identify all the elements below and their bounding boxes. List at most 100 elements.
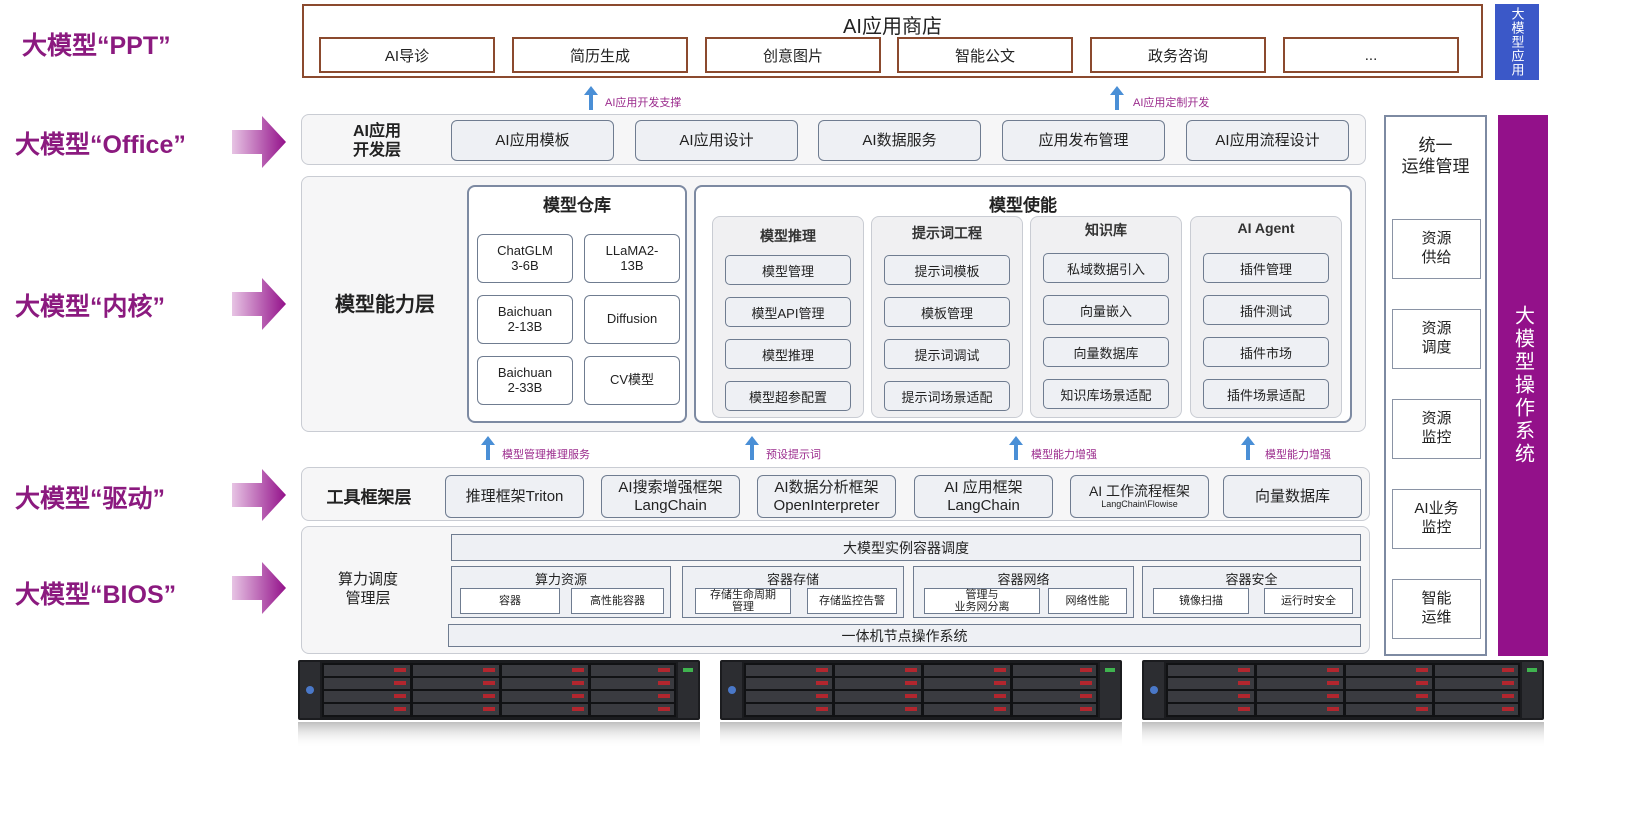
os-side-bar: 大模型操作系统 (1498, 115, 1548, 656)
tool-item[interactable]: AI数据分析框架 OpenInterpreter (757, 475, 896, 518)
ops-item[interactable]: AI业务 监控 (1392, 489, 1481, 549)
tool-item[interactable]: 推理框架Triton (445, 475, 584, 518)
model-card[interactable]: Baichuan 2-13B (477, 295, 573, 344)
store-item[interactable]: 政务咨询 (1090, 37, 1266, 73)
arrow-kernel-icon (232, 278, 286, 330)
os-side-label: 大模型操作系统 (1511, 305, 1534, 466)
group-title: 知识库 (1085, 222, 1127, 238)
model-layer-title: 模型能力层 (335, 293, 435, 316)
compute-item[interactable]: 运行时安全 (1264, 588, 1353, 614)
enable-item[interactable]: 插件市场 (1203, 337, 1329, 367)
arrow-label: 模型能力增强 (1031, 449, 1097, 461)
enable-item[interactable]: 模型API管理 (725, 297, 851, 327)
ai-dev-layer: AI应用 开发层 AI应用模板 AI应用设计 AI数据服务 应用发布管理 AI应… (301, 114, 1366, 165)
workflow-title: AI 工作流程框架 (1088, 483, 1191, 500)
arrow-label: 预设提示词 (766, 449, 821, 461)
ops-title: 统一 运维管理 (1401, 135, 1470, 176)
model-card[interactable]: LLaMA2- 13B (584, 234, 680, 283)
store-title: AI应用商店 (843, 16, 942, 38)
model-card[interactable]: Diffusion (584, 295, 680, 344)
compute-item[interactable]: 网络性能 (1048, 588, 1127, 614)
server-rack-icon (298, 660, 700, 748)
enable-group-agent: AI Agent 插件管理 插件测试 插件市场 插件场景适配 (1190, 216, 1342, 418)
compute-group: 容器网络 管理与 业务网分离 网络性能 (913, 566, 1134, 618)
store-item[interactable]: AI导诊 (319, 37, 495, 73)
ops-item[interactable]: 资源 供给 (1392, 219, 1481, 279)
arrow-driver-icon (232, 469, 286, 521)
group-title: 容器网络 (997, 572, 1050, 587)
enable-item[interactable]: 私域数据引入 (1043, 253, 1169, 283)
arrow-label: AI应用开发支撑 (605, 97, 682, 109)
label-office: 大模型“Office” (15, 131, 186, 159)
compute-group: 容器安全 镜像扫描 运行时安全 (1142, 566, 1361, 618)
up-arrow-icon (481, 436, 495, 460)
dev-item[interactable]: AI应用设计 (635, 120, 798, 161)
workflow-sub: LangChain\Flowise (1101, 499, 1178, 510)
enable-item[interactable]: 提示词场景适配 (884, 381, 1010, 411)
dev-item[interactable]: AI应用流程设计 (1186, 120, 1349, 161)
compute-item[interactable]: 容器 (460, 588, 560, 614)
model-enable: 模型使能 模型推理 模型管理 模型API管理 模型推理 模型超参配置 提示词工程… (694, 185, 1352, 423)
enable-group-inference: 模型推理 模型管理 模型API管理 模型推理 模型超参配置 (712, 216, 864, 418)
store-item[interactable]: 智能公文 (897, 37, 1073, 73)
model-capability-layer: 模型能力层 模型仓库 ChatGLM 3-6B LLaMA2- 13B Baic… (301, 176, 1366, 432)
server-rack-icon (1142, 660, 1544, 748)
enable-item[interactable]: 模型推理 (725, 339, 851, 369)
enable-item[interactable]: 知识库场景适配 (1043, 379, 1169, 409)
up-arrow-icon (584, 86, 598, 110)
arrow-bios-icon (232, 562, 286, 614)
enable-item[interactable]: 向量数据库 (1043, 337, 1169, 367)
label-driver: 大模型“驱动” (15, 485, 166, 513)
model-card[interactable]: Baichuan 2-33B (477, 356, 573, 405)
server-rack-icon (720, 660, 1122, 748)
group-title: 提示词工程 (912, 225, 982, 241)
model-card[interactable]: ChatGLM 3-6B (477, 234, 573, 283)
tool-layer-title: 工具框架层 (326, 487, 412, 507)
compute-layer-title: 算力调度 管理层 (337, 571, 398, 607)
group-title: 模型推理 (760, 228, 816, 244)
tool-item[interactable]: AI搜索增强框架 LangChain (601, 475, 740, 518)
up-arrow-icon (1009, 436, 1023, 460)
compute-scheduling-layer: 算力调度 管理层 大模型实例容器调度 算力资源 容器 高性能容器 容器存储 存储… (301, 526, 1370, 654)
enable-item[interactable]: 模型超参配置 (725, 381, 851, 411)
tool-item[interactable]: AI 应用框架 LangChain (914, 475, 1053, 518)
compute-group: 容器存储 存储生命周期 管理 存储监控告警 (682, 566, 904, 618)
warehouse-title: 模型仓库 (543, 196, 611, 215)
node-os-bar[interactable]: 一体机节点操作系统 (448, 624, 1361, 647)
enable-item[interactable]: 提示词模板 (884, 255, 1010, 285)
group-title: 算力资源 (534, 572, 587, 587)
arrow-label: 模型管理推理服务 (502, 449, 590, 461)
group-title: AI Agent (1237, 220, 1295, 236)
ops-item[interactable]: 智能 运维 (1392, 579, 1481, 639)
enable-item[interactable]: 向量嵌入 (1043, 295, 1169, 325)
enable-item[interactable]: 提示词调试 (884, 339, 1010, 369)
store-item[interactable]: ... (1283, 37, 1459, 73)
enable-item[interactable]: 插件测试 (1203, 295, 1329, 325)
compute-item[interactable]: 存储监控告警 (807, 588, 897, 614)
enable-item[interactable]: 插件管理 (1203, 253, 1329, 283)
dev-item[interactable]: 应用发布管理 (1002, 120, 1165, 161)
store-item[interactable]: 创意图片 (705, 37, 881, 73)
up-arrow-icon (1110, 86, 1124, 110)
enable-item[interactable]: 模型管理 (725, 255, 851, 285)
ops-item[interactable]: 资源 监控 (1392, 399, 1481, 459)
enable-item[interactable]: 插件场景适配 (1203, 379, 1329, 409)
model-warehouse: 模型仓库 ChatGLM 3-6B LLaMA2- 13B Baichuan 2… (467, 185, 687, 423)
label-ppt: 大模型“PPT” (22, 32, 171, 60)
compute-item[interactable]: 镜像扫描 (1153, 588, 1249, 614)
ops-item[interactable]: 资源 调度 (1392, 309, 1481, 369)
enable-item[interactable]: 模板管理 (884, 297, 1010, 327)
compute-item[interactable]: 存储生命周期 管理 (695, 588, 791, 614)
dev-item[interactable]: AI应用模板 (451, 120, 614, 161)
tool-item-workflow[interactable]: AI 工作流程框架 LangChain\Flowise (1070, 475, 1209, 518)
container-scheduling-bar[interactable]: 大模型实例容器调度 (451, 534, 1361, 561)
compute-group: 算力资源 容器 高性能容器 (451, 566, 671, 618)
dev-item[interactable]: AI数据服务 (818, 120, 981, 161)
arrow-label: AI应用定制开发 (1133, 97, 1210, 109)
up-arrow-icon (745, 436, 759, 460)
compute-item[interactable]: 管理与 业务网分离 (924, 588, 1040, 614)
store-item[interactable]: 简历生成 (512, 37, 688, 73)
compute-item[interactable]: 高性能容器 (571, 588, 664, 614)
model-card[interactable]: CV模型 (584, 356, 680, 405)
tool-item[interactable]: 向量数据库 (1223, 475, 1362, 518)
